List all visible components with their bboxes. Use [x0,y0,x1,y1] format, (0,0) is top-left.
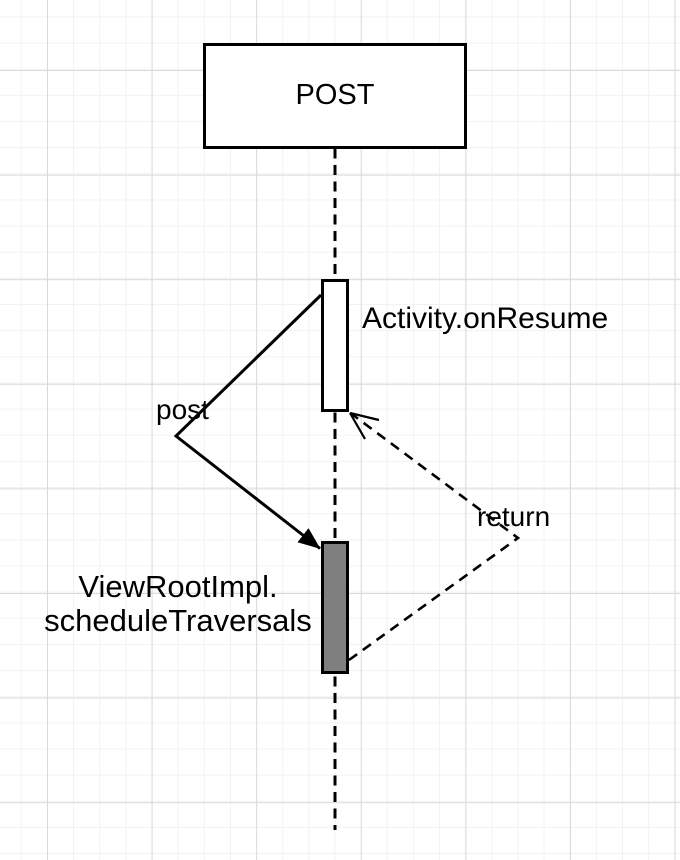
return-open-arrowhead-icon [349,411,380,422]
activation-bar-viewrootimpl-scheduletraversals[interactable] [321,541,349,674]
message-line-return[interactable] [348,412,521,662]
message-line-post[interactable] [173,293,323,550]
lifeline-head-box[interactable] [203,43,467,149]
return-open-arrowhead-icon [349,412,366,440]
activation-bar-activity-onresume[interactable] [321,279,349,412]
